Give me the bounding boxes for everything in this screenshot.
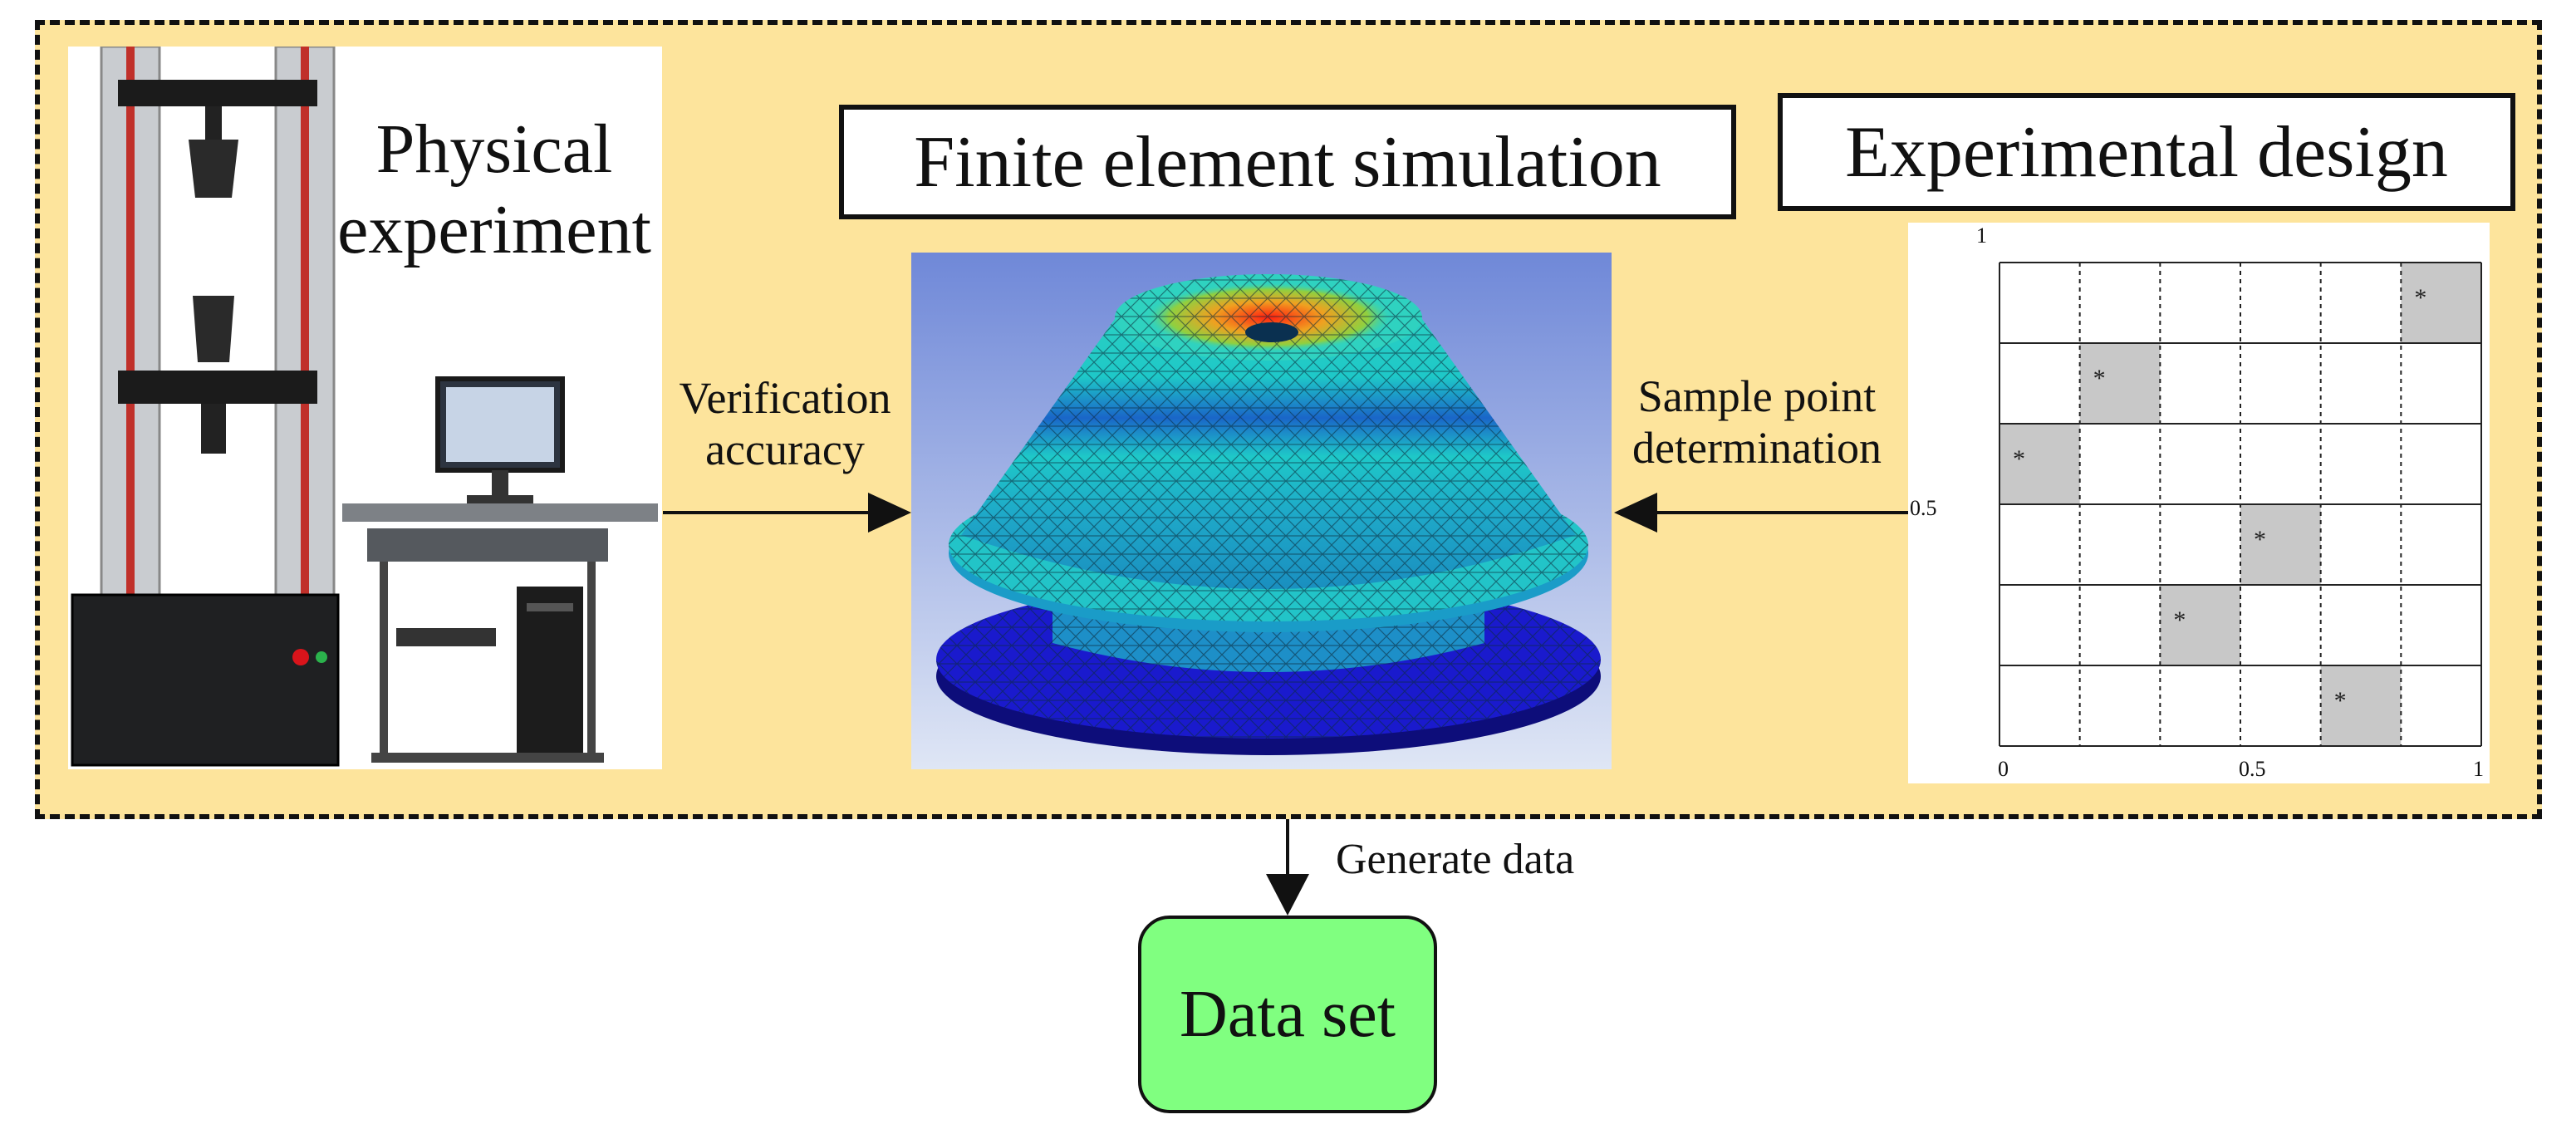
design-title-box: Experimental design (1778, 93, 2515, 211)
verification-label: Verification accuracy (656, 372, 914, 475)
sample-marker-4: * (2254, 526, 2266, 553)
dataset-box: Data set (1138, 916, 1437, 1113)
sample-marker-6: * (2334, 687, 2347, 714)
sample-label-line1: Sample point (1637, 371, 1877, 421)
sample-marker-3: * (2013, 445, 2025, 473)
axis-label-y-top: 1 (1976, 223, 1987, 248)
sample-cell-3 (1999, 424, 2080, 504)
sample-marker-5: * (2173, 606, 2186, 634)
sample-cell-2 (2079, 343, 2161, 424)
sample-label-line2: determination (1632, 423, 1882, 474)
physical-experiment-label-line2: experiment (337, 190, 651, 268)
physical-experiment-image (68, 47, 662, 769)
physical-experiment-label: Physical experiment (316, 110, 673, 270)
sample-marker-1: * (2414, 284, 2426, 312)
axis-label-x-left: 0 (1998, 757, 2009, 781)
sample-cell-1 (2401, 263, 2481, 343)
verification-label-line2: accuracy (705, 425, 865, 475)
design-title: Experimental design (1845, 111, 2448, 193)
fem-simulation-image (911, 253, 1612, 769)
generate-label: Generate data (1336, 836, 1575, 883)
sample-cell-6 (2320, 665, 2402, 746)
axis-label-x-mid: 0.5 (2239, 757, 2266, 781)
sample-label: Sample point determination (1603, 371, 1911, 474)
dataset-label: Data set (1180, 977, 1396, 1051)
sample-cell-5 (2160, 585, 2240, 665)
design-grid-chart: * * * * * * 1 0.5 0 0.5 1 (1908, 223, 2490, 783)
sample-marker-2: * (2093, 365, 2106, 392)
sample-cell-4 (2240, 504, 2321, 585)
fem-title: Finite element simulation (914, 121, 1661, 203)
physical-experiment-label-line1: Physical (375, 110, 613, 188)
fem-title-box: Finite element simulation (839, 105, 1736, 219)
axis-label-x-right: 1 (2473, 757, 2484, 781)
verification-arrowhead (868, 493, 911, 533)
verification-label-line1: Verification (679, 373, 891, 423)
sample-arrowhead (1614, 493, 1657, 533)
generate-arrowhead (1266, 874, 1309, 916)
axis-label-y-mid: 0.5 (1910, 496, 1937, 520)
